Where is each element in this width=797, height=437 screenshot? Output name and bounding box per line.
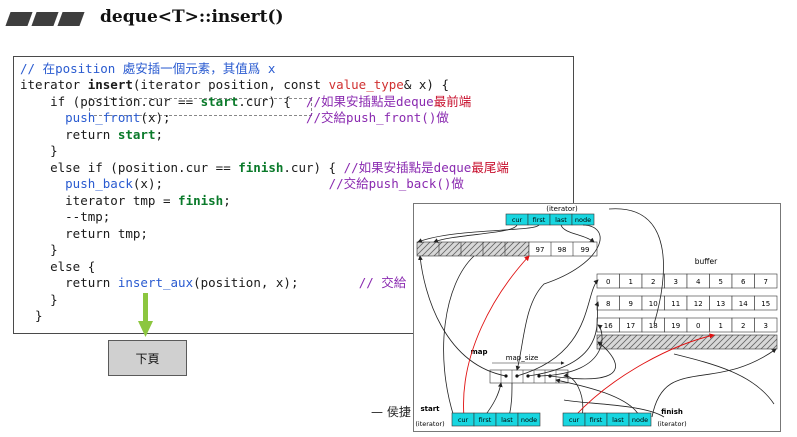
start-field-node: node — [521, 416, 537, 424]
finish-label: finish — [661, 408, 683, 416]
deque-structure-diagram: (iterator) cur first last node 97 98 99 — [413, 203, 781, 432]
buffer-cell-value: 2 — [651, 278, 655, 286]
buffer-cell-value: 6 — [741, 278, 746, 286]
start-field-last: last — [501, 416, 513, 424]
buffer-cell-value: 14 — [739, 300, 748, 308]
code-line-11: return tmp; — [20, 226, 148, 241]
code-line-10: --tmp; — [20, 209, 111, 224]
author-credit: — 侯捷 — — [371, 405, 427, 419]
slide-title: deque<T>::insert() — [100, 7, 284, 27]
buffer-cell-value: 15 — [761, 300, 770, 308]
finish-sub-label: (iterator) — [657, 420, 686, 428]
buffer-cell-value: 3 — [764, 322, 768, 330]
field-cur: cur — [512, 216, 523, 224]
field-first: first — [533, 216, 546, 224]
code-line-6: } — [20, 143, 58, 158]
bottom-buffer — [596, 334, 778, 350]
code-line-13: else { — [20, 259, 96, 274]
down-arrow-icon — [138, 293, 153, 337]
top-iterator-label: (iterator) — [546, 205, 578, 213]
red-pointer-curves — [463, 255, 715, 418]
start-iterator: cur first last node — [451, 412, 541, 427]
next-page-button[interactable]: 下頁 — [108, 340, 187, 376]
buffer-cell-value: 13 — [716, 300, 725, 308]
buffer-cell-value: 12 — [694, 300, 703, 308]
buffer-cell-value: 18 — [649, 322, 658, 330]
map-label: map — [470, 348, 487, 356]
finish-field-last: last — [612, 416, 624, 424]
buffer-cell-value: 16 — [604, 322, 613, 330]
top-buffer: 97 98 99 — [416, 241, 598, 257]
finish-field-first: first — [590, 416, 603, 424]
code-line-1: // 在position 處安插一個元素，其值爲 x — [20, 61, 276, 76]
code-line-16: } — [20, 308, 43, 323]
code-line-12: } — [20, 242, 58, 257]
highlight-box — [89, 98, 312, 116]
code-line-7: else if (position.cur == finish.cur) { /… — [20, 160, 509, 175]
buffer-cell-value: 4 — [696, 278, 701, 286]
buffer-cell-value: 1 — [719, 322, 723, 330]
buffer-cell-value: 7 — [764, 278, 768, 286]
start-field-cur: cur — [458, 416, 469, 424]
code-line-3: if (position.cur == start.cur) { //如果安插點… — [20, 94, 472, 109]
buffer-cell — [754, 317, 778, 333]
buffer-cell-value: 17 — [626, 322, 635, 330]
start-sub-label: (iterator) — [415, 420, 444, 428]
field-node: node — [575, 216, 591, 224]
buffer-cell-97: 97 — [536, 246, 545, 254]
buffer-label: buffer — [695, 257, 718, 266]
buffer-cell — [754, 273, 778, 289]
buffer-cell-value: 11 — [671, 300, 680, 308]
pointer-curves — [417, 208, 777, 418]
buffer-cell-value: 9 — [629, 300, 633, 308]
buffer-cell-value: 19 — [671, 322, 680, 330]
code-line-2: iterator insert(iterator position, const… — [20, 77, 449, 92]
buffer-cell-value: 8 — [606, 300, 610, 308]
finish-field-cur: cur — [569, 416, 580, 424]
finish-field-node: node — [632, 416, 648, 424]
title-decoration-bars — [5, 10, 88, 28]
code-line-4: push_front(x); //交給push_front()做 — [65, 110, 449, 125]
top-iterator: cur first last node — [505, 213, 595, 226]
buffer-cell-value: 1 — [629, 278, 633, 286]
buffer-cell-value: 10 — [649, 300, 658, 308]
buffer-cell-value: 0 — [696, 322, 700, 330]
code-block: // 在position 處安插一個元素，其值爲 x iterator inse… — [13, 56, 574, 334]
buffer-cell-value: 2 — [741, 322, 745, 330]
start-label: start — [420, 405, 440, 413]
buffer-cell-99: 99 — [581, 246, 590, 254]
buffer-cell-value: 0 — [606, 278, 610, 286]
buffer-cell-98: 98 — [558, 246, 567, 254]
code-line-5: return start; — [20, 127, 164, 142]
buffer-cell-value: 5 — [719, 278, 723, 286]
buffer-cell — [754, 295, 778, 311]
map-size-label: map_size — [506, 354, 539, 362]
buffer-cell-value: 3 — [674, 278, 678, 286]
code-line-9: iterator tmp = finish; — [20, 193, 231, 208]
deque-diagram-svg: (iterator) cur first last node 97 98 99 — [415, 205, 778, 428]
finish-iterator: cur first last node — [562, 412, 652, 427]
field-last: last — [555, 216, 567, 224]
start-field-first: first — [479, 416, 492, 424]
code-line-8: push_back(x); //交給push_back()做 — [65, 176, 464, 191]
code-line-15: } — [20, 292, 58, 307]
